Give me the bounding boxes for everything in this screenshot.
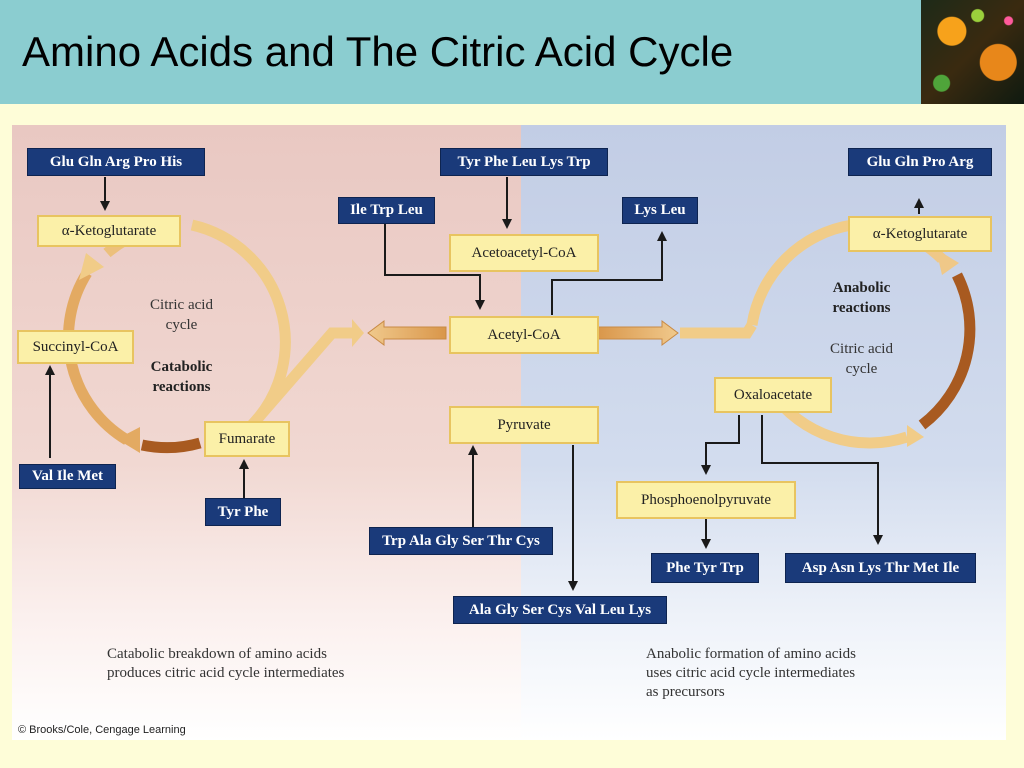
ile-trp-leu-box: Ile Trp Leu	[338, 197, 435, 224]
anabolic-reactions-line2: reactions	[832, 300, 891, 316]
acetyl-coa-to-left-cycle-arrow	[367, 320, 447, 346]
acetoacetyl-coa-box: Acetoacetyl-CoA	[449, 234, 599, 272]
copyright-notice: © Brooks/Cole, Cengage Learning	[18, 724, 186, 736]
glu-gln-arg-pro-his-box: Glu Gln Arg Pro His	[27, 148, 205, 176]
title-bar: Amino Acids and The Citric Acid Cycle	[0, 0, 1024, 104]
alpha-ketoglutarate-left-box: α-Ketoglutarate	[37, 215, 181, 247]
anabolic-caption-line1: Anabolic formation of amino acids	[646, 646, 856, 662]
catabolic-reactions-label: Catabolic reactions	[134, 357, 229, 397]
anabolic-caption-line2: uses citric acid cycle intermediates	[646, 665, 856, 681]
acetyl-coa-to-right-cycle-arrow	[596, 320, 679, 346]
left-cycle-label-line2: cycle	[165, 317, 198, 333]
right-cycle-ring	[680, 219, 976, 449]
catabolic-caption-line2: produces citric acid cycle intermediates	[107, 665, 345, 681]
phe-tyr-trp-box: Phe Tyr Trp	[651, 553, 759, 583]
left-cycle-ring	[63, 219, 364, 454]
pyruvate-box: Pyruvate	[449, 406, 599, 444]
left-cycle-label-line1: Citric acid	[150, 297, 213, 313]
val-ile-met-box: Val Ile Met	[19, 464, 116, 489]
oxaloacetate-box: Oxaloacetate	[714, 377, 832, 413]
tyr-phe-box: Tyr Phe	[205, 498, 281, 526]
alpha-ketoglutarate-right-box: α-Ketoglutarate	[848, 216, 992, 252]
succinyl-coa-box: Succinyl-CoA	[17, 330, 134, 364]
trp-ala-gly-ser-thr-cys-box: Trp Ala Gly Ser Thr Cys	[369, 527, 553, 555]
left-cycle-label: Citric acid cycle	[134, 295, 229, 335]
glu-gln-pro-arg-box: Glu Gln Pro Arg	[848, 148, 992, 176]
catabolic-caption-line1: Catabolic breakdown of amino acids	[107, 646, 327, 662]
asp-asn-lys-thr-met-ile-box: Asp Asn Lys Thr Met Ile	[785, 553, 976, 583]
tyr-phe-leu-lys-trp-box: Tyr Phe Leu Lys Trp	[440, 148, 608, 176]
right-cycle-label: Citric acid cycle	[814, 339, 909, 379]
acetyl-coa-box: Acetyl-CoA	[449, 316, 599, 354]
right-cycle-label-line2: cycle	[845, 361, 878, 377]
molecule-thumbnail-image	[921, 0, 1024, 104]
anabolic-caption-line3: as precursors	[646, 684, 725, 700]
anabolic-reactions-label: Anabolic reactions	[814, 278, 909, 318]
catabolic-caption: Catabolic breakdown of amino acids produc…	[107, 645, 344, 683]
amino-acid-cycle-diagram: Glu Gln Arg Pro His α-Ketoglutarate Succ…	[12, 125, 1006, 740]
right-cycle-label-line1: Citric acid	[830, 341, 893, 357]
phosphoenolpyruvate-box: Phosphoenolpyruvate	[616, 481, 796, 519]
ala-gly-ser-cys-val-leu-lys-box: Ala Gly Ser Cys Val Leu Lys	[453, 596, 667, 624]
lys-leu-box: Lys Leu	[622, 197, 698, 224]
slide-title: Amino Acids and The Citric Acid Cycle	[22, 28, 734, 75]
fumarate-box: Fumarate	[204, 421, 290, 457]
anabolic-reactions-line1: Anabolic	[832, 280, 891, 296]
catabolic-reactions-line2: reactions	[152, 379, 211, 395]
diagram-arrows	[45, 177, 976, 591]
anabolic-caption: Anabolic formation of amino acids uses ci…	[646, 645, 856, 702]
catabolic-reactions-line1: Catabolic	[150, 359, 213, 375]
